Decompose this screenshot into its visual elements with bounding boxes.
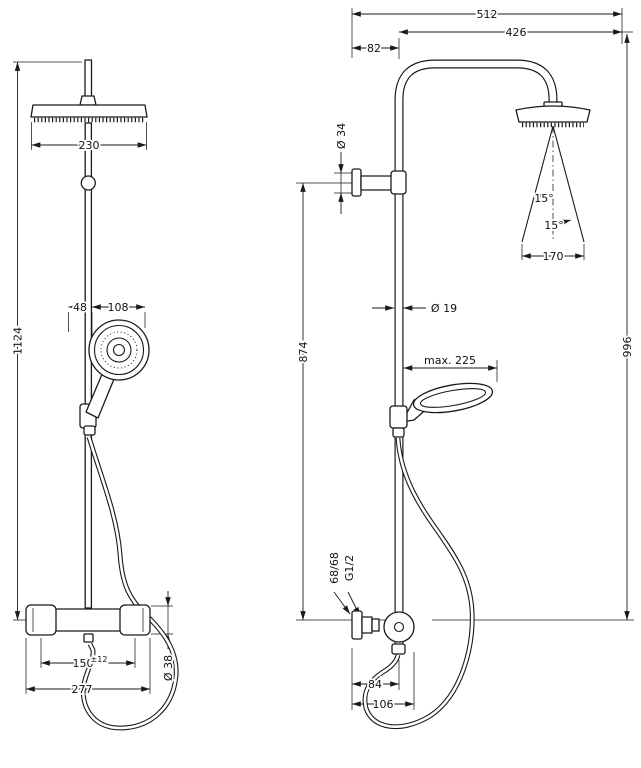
dim-connection-tolerance: ±12 [91, 655, 108, 664]
shower-column-front [25, 59, 179, 731]
dim-spray-width: 170 [543, 250, 564, 263]
thermostat-knob-side [383, 611, 415, 643]
spray-right-line [552, 125, 585, 243]
thermostat-right-knob [119, 604, 151, 636]
dim-handshower-offset: 48 [73, 301, 87, 314]
hand-shower-head-side [412, 382, 494, 414]
wall-bracket-side [351, 168, 407, 197]
head-connector-front [79, 95, 97, 106]
dim-arm-projection: 426 [506, 26, 527, 39]
side-view: 512 426 82 Ø 34 874 Ø 19 max. 225 15° 15… [295, 6, 636, 730]
wall-union [361, 616, 373, 634]
dim-valve-diameter: Ø 38 [162, 655, 175, 681]
dim-thread-label: G1/2 [343, 555, 356, 581]
shower-hose-front [80, 436, 179, 731]
dim-wall-to-pipe: 82 [367, 42, 381, 55]
dim-pipe-diameter: Ø 19 [431, 302, 457, 315]
hose-outlet-side [391, 643, 406, 655]
hand-shower-front [79, 319, 150, 436]
hand-shower-holder-side [389, 405, 408, 429]
side-dimension-lines [300, 11, 630, 707]
dim-head-width: 230 [79, 139, 100, 152]
spray-pattern [521, 125, 585, 243]
top-pipe-front [84, 59, 93, 98]
thermostat-left-knob [25, 604, 57, 636]
hose-nut-front [83, 425, 96, 436]
shower-pipe-side [394, 59, 558, 645]
dim-spray-angle-left: 15° [534, 192, 554, 205]
dim-wall-to-pipe-bottom: 84 [368, 678, 382, 691]
dim-valve-width: 277 [72, 683, 93, 696]
dim-overall-height: 996 [621, 337, 634, 358]
overhead-shower-front [30, 104, 148, 118]
thermostat-front [25, 604, 151, 643]
dim-wall-to-front: 106 [373, 698, 394, 711]
hose-nut-side [392, 427, 405, 438]
ball-joint [80, 175, 96, 191]
dim-escutcheon-diameter: Ø 34 [335, 123, 348, 149]
dim-total-height-front: 1124 [12, 327, 25, 355]
front-view: 230 1124 48 108 150 ±12 277 Ø 38 [10, 59, 179, 731]
thermostat-side [351, 610, 415, 655]
dim-spray-angle-right: 15° [544, 219, 564, 232]
spray-left-line [521, 125, 554, 243]
union-nut [371, 618, 380, 632]
thermostat-body-front [49, 608, 127, 632]
overhead-shower-side [515, 105, 591, 123]
front-dimension-lines [14, 61, 171, 692]
hand-shower-head-front [88, 319, 150, 381]
dim-connection-label: 68/68 [328, 552, 341, 584]
front-extension-lines [13, 61, 173, 694]
dim-connection-spacing: 150 [73, 657, 94, 670]
hand-shower-side [389, 382, 494, 438]
dim-bracket-to-valve: 874 [297, 342, 310, 363]
dim-handshower-width: 108 [108, 301, 129, 314]
dim-max-reach: max. 225 [424, 354, 476, 367]
wall-union-flange [351, 610, 363, 640]
hose-outlet-front [83, 633, 94, 643]
shower-pipe-front [84, 122, 93, 609]
shower-column-side [351, 59, 591, 730]
dim-overall-projection: 512 [477, 8, 498, 21]
